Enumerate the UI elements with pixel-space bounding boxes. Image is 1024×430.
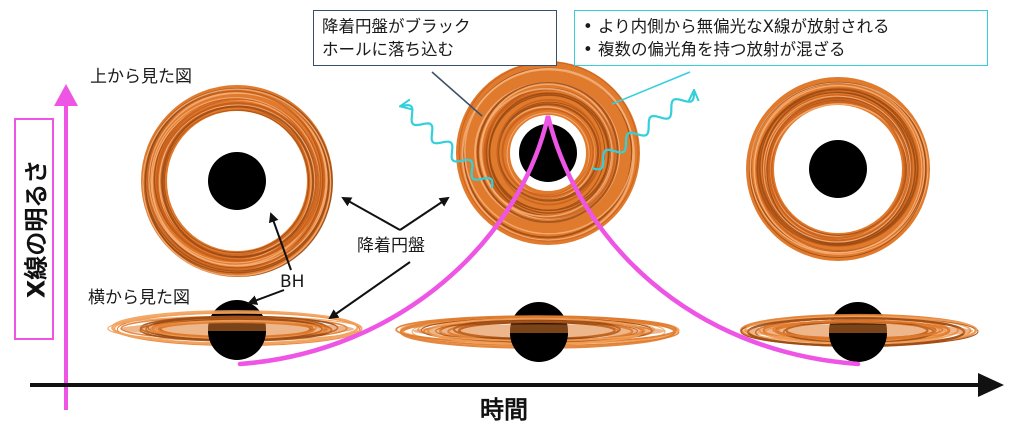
disk-streak [161, 105, 315, 259]
disk-band [413, 324, 665, 338]
disk-streak [749, 82, 927, 258]
top-view-disk-3 [746, 77, 930, 261]
xray-wave-left [402, 105, 494, 189]
disk-streak [146, 90, 325, 270]
black-hole-front [829, 333, 887, 362]
disk-streak [767, 98, 906, 239]
callout-infall-line-1: 降着円盤がブラック [322, 17, 471, 36]
disk-streak [749, 82, 926, 254]
x-axis [30, 373, 1004, 397]
y-axis-label-box: X線の明るさ [14, 118, 54, 340]
xray-wave-right [591, 92, 694, 171]
y-axis [54, 84, 78, 410]
disk-streak [464, 67, 634, 235]
bh-label: BH [280, 272, 305, 292]
side-view-disk-1 [107, 300, 363, 360]
disk-streak [488, 92, 610, 212]
note-1: • より内側から無偏光なX線が放射される [583, 17, 890, 36]
black-hole [809, 140, 867, 198]
callout-notes: • より内側から無偏光なX線が放射される • 複数の偏光角を持つ放射が混ざる [574, 10, 988, 66]
y-axis-label: X線の明るさ [22, 159, 51, 299]
disk-streak [479, 87, 613, 218]
top-view-label: 上から見た図 [90, 67, 192, 87]
disk-streak [142, 88, 332, 277]
xray-wave [402, 105, 494, 189]
disk-streak [496, 99, 602, 206]
disk-streak [163, 109, 310, 253]
side-view-disk-3 [739, 302, 979, 362]
black-hole [519, 124, 577, 182]
black-hole-front [208, 331, 266, 360]
disk-streak [148, 92, 328, 267]
disk-streak [501, 108, 591, 196]
disk-streak [763, 95, 911, 243]
side-view-disk-2 [395, 302, 680, 362]
side-view-label: 横から見た図 [88, 288, 190, 308]
black-hole [208, 152, 266, 210]
disk-label: 降着円盤 [357, 236, 425, 256]
callout-pointers [431, 71, 691, 117]
note-2: • 複数の偏光角を持つ放射が混ざる [583, 40, 846, 59]
label-arrows [247, 196, 450, 320]
disk-streak [758, 91, 920, 247]
disk-band [742, 324, 974, 338]
brightness-curve [237, 115, 861, 367]
callout-infall: 降着円盤がブラック ホールに落ち込む [313, 10, 557, 66]
disk-streak [461, 68, 635, 242]
top-view-disk-2 [456, 61, 640, 245]
disk-band [120, 322, 354, 336]
callout-infall-line-2: ホールに落ち込む [322, 40, 454, 59]
x-axis-label: 時間 [480, 396, 528, 424]
disk-streak [759, 89, 916, 245]
top-view-disk-1 [141, 85, 333, 278]
disk-streak [156, 102, 320, 262]
black-hole-front [510, 333, 568, 362]
xray-wave [591, 92, 694, 171]
